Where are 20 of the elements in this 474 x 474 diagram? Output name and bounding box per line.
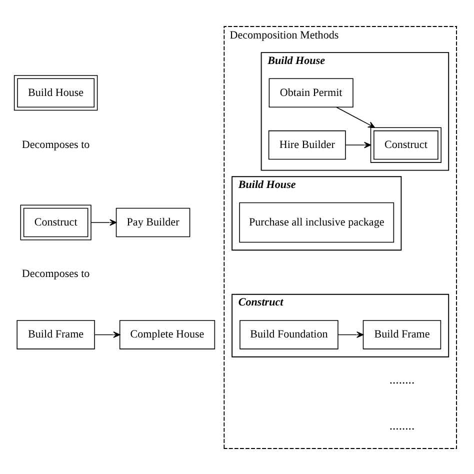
arrow <box>90 218 117 226</box>
arrow <box>94 330 120 338</box>
node-box: Build Frame <box>362 320 442 349</box>
arrow <box>345 141 372 148</box>
node-box: Purchase all inclusive package <box>239 202 394 242</box>
node-box: Pay Builder <box>116 207 190 237</box>
node-box: Build House <box>14 74 98 110</box>
node-box: Construct <box>20 204 92 240</box>
node-box: Hire Builder <box>268 130 346 160</box>
label: Decomposes to <box>22 267 90 280</box>
arrow <box>338 330 364 338</box>
label: Decomposes to <box>22 138 90 150</box>
node-box: Build Foundation <box>240 320 338 349</box>
node-box: Build Frame <box>16 320 95 349</box>
label: ........ <box>389 372 415 386</box>
node-box: Construct <box>370 126 442 162</box>
label: ........ <box>389 418 415 432</box>
node-box: Complete House <box>119 320 216 349</box>
node-box: Obtain Permit <box>268 78 354 107</box>
arrow <box>336 106 376 128</box>
